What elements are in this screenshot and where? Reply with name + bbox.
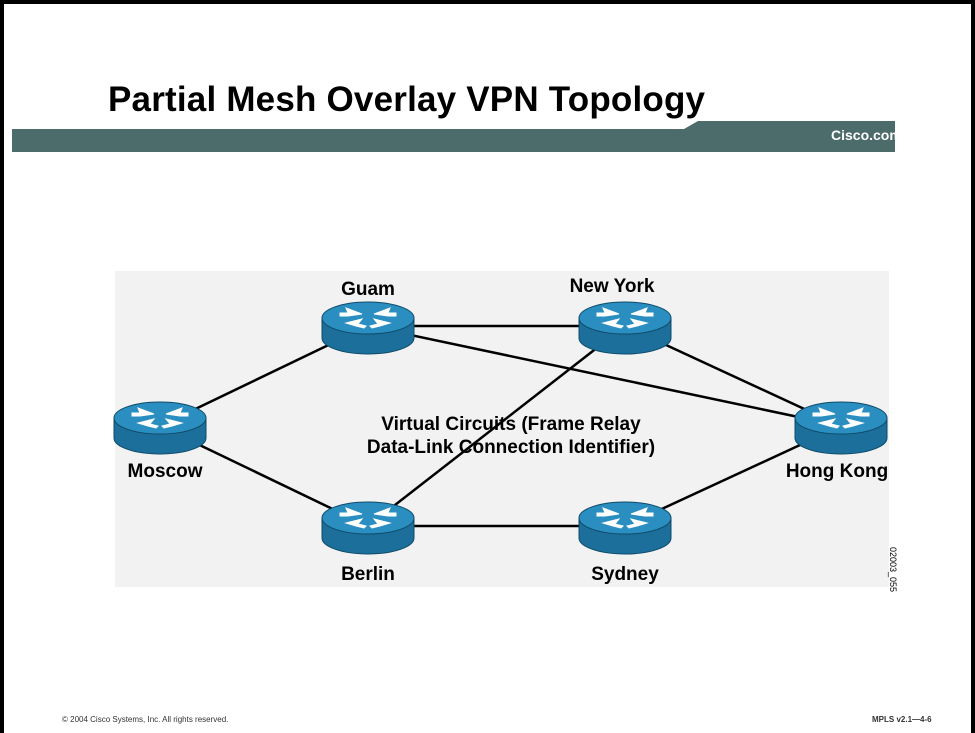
router-icon — [321, 501, 415, 555]
router-icon — [578, 301, 672, 355]
link-newyork-berlin — [367, 325, 626, 527]
title-bar — [4, 4, 971, 164]
node-label-hongkong: Hong Kong — [785, 461, 889, 482]
copyright-text: © 2004 Cisco Systems, Inc. All rights re… — [62, 715, 229, 724]
virtual-circuits-caption: Virtual Circuits (Frame Relay Data-Link … — [367, 413, 655, 459]
diagram-background — [115, 271, 889, 587]
node-label-moscow: Moscow — [127, 461, 203, 482]
caption-line-1: Virtual Circuits (Frame Relay — [381, 414, 641, 435]
brand-label: Cisco.com — [831, 127, 902, 143]
node-label-sydney: Sydney — [591, 564, 659, 585]
node-label-guam: Guam — [341, 279, 395, 300]
slide-title: Partial Mesh Overlay VPN Topology — [108, 80, 706, 119]
course-code: MPLS v2.1—4-6 — [872, 715, 932, 724]
node-label-berlin: Berlin — [341, 564, 395, 585]
router-icon — [578, 501, 672, 555]
router-icon — [794, 401, 888, 455]
router-icon — [321, 301, 415, 355]
router-icon — [113, 401, 207, 455]
figure-code: 02003_055 — [888, 547, 898, 593]
caption-line-2: Data-Link Connection Identifier) — [366, 437, 656, 458]
topology-diagram — [113, 301, 888, 555]
title-bar-graphic — [12, 121, 895, 152]
link-guam-hongkong — [367, 324, 842, 428]
node-label-newyork: New York — [569, 276, 655, 297]
routers — [113, 301, 888, 555]
